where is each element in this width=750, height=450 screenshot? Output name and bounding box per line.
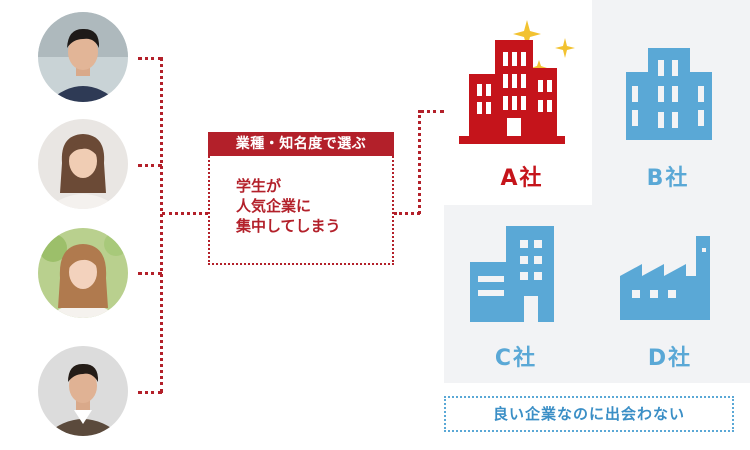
company-a-label: A社 xyxy=(500,166,544,191)
selection-line-1: 学生が xyxy=(236,177,282,195)
student-female-2-photo xyxy=(38,228,128,318)
connector-box-up xyxy=(418,110,421,214)
student-avatar-3 xyxy=(38,228,128,318)
student-avatar-2 xyxy=(38,119,128,209)
connector-student-3 xyxy=(138,272,162,275)
company-c-building-icon xyxy=(470,226,554,322)
connector-to-box xyxy=(162,212,208,215)
selection-line-2: 人気企業に xyxy=(236,197,312,215)
selection-header: 業種・知名度で選ぶ xyxy=(208,132,394,156)
selection-line-3: 集中してしまう xyxy=(236,217,341,235)
company-a-building-icon xyxy=(459,20,575,144)
sparkle-icon xyxy=(555,38,575,58)
connector-bracket xyxy=(160,57,163,393)
company-d-label: D社 xyxy=(647,346,693,371)
student-avatar-4 xyxy=(38,346,128,436)
company-b-label: B社 xyxy=(646,166,690,191)
sparkle-icon xyxy=(513,20,541,48)
student-male-1-photo xyxy=(38,12,128,102)
connector-student-2 xyxy=(138,164,162,167)
student-female-1-photo xyxy=(38,119,128,209)
student-male-2-photo xyxy=(38,346,128,436)
connector-student-1 xyxy=(138,57,162,60)
student-avatar-1 xyxy=(38,12,128,102)
company-b-building-icon xyxy=(626,48,712,140)
connector-to-company-a xyxy=(420,110,444,113)
company-d-factory-icon xyxy=(620,236,710,320)
connector-student-4 xyxy=(138,391,162,394)
caption-box: 良い企業なのに出会わない xyxy=(444,396,734,432)
company-c-label: C社 xyxy=(494,346,538,371)
selection-body: 学生が 人気企業に 集中してしまう xyxy=(236,176,386,236)
connector-box-out xyxy=(394,212,420,215)
